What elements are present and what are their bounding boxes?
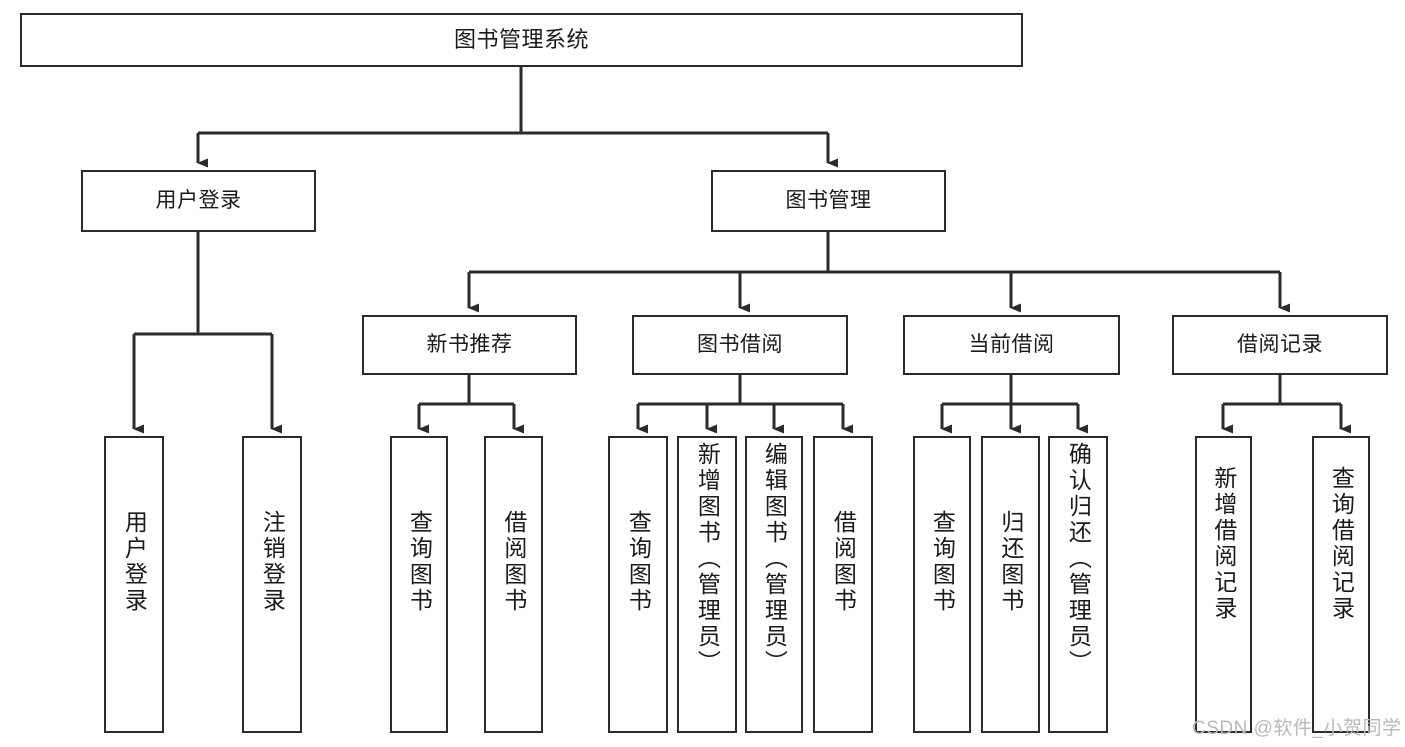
leaf-confirm-return-admin[interactable]: 确认归还（管理员） <box>1048 436 1108 733</box>
leaf-label: 查询图书 <box>625 510 652 614</box>
leaf-edit-book-admin[interactable]: 编辑图书（管理员） <box>745 436 803 733</box>
node-label: 图书管理 <box>785 188 872 212</box>
leaf-label: 借阅图书 <box>500 510 527 614</box>
node-label: 当前借阅 <box>968 332 1055 356</box>
leaf-query-book-recommend[interactable]: 查询图书 <box>390 436 448 733</box>
node-user-login[interactable]: 用户登录 <box>81 170 316 232</box>
leaf-label: 查询图书 <box>929 510 956 614</box>
leaf-query-book-current[interactable]: 查询图书 <box>913 436 971 733</box>
node-book-management[interactable]: 图书管理 <box>711 170 946 232</box>
node-borrow-record[interactable]: 借阅记录 <box>1172 315 1388 375</box>
leaf-label: 借阅图书 <box>830 510 857 614</box>
leaf-query-borrow-record[interactable]: 查询借阅记录 <box>1312 436 1370 733</box>
node-current-borrow[interactable]: 当前借阅 <box>903 315 1120 375</box>
csdn-watermark: CSDN @软件_小贺同学 <box>1192 718 1402 739</box>
node-new-book-recommend[interactable]: 新书推荐 <box>362 315 577 375</box>
leaf-add-book-admin[interactable]: 新增图书（管理员） <box>677 436 737 733</box>
node-label: 图书管理系统 <box>453 27 589 53</box>
node-label: 图书借阅 <box>697 332 783 356</box>
leaf-borrow-book[interactable]: 借阅图书 <box>813 436 873 733</box>
leaf-query-book-borrow[interactable]: 查询图书 <box>608 436 668 733</box>
leaf-label: 用户登录 <box>121 510 148 614</box>
leaf-label: 注销登录 <box>259 510 286 614</box>
leaf-logout[interactable]: 注销登录 <box>242 436 302 733</box>
node-label: 借阅记录 <box>1237 332 1323 356</box>
leaf-label: 查询借阅记录 <box>1328 466 1355 622</box>
leaf-label: 确认归还（管理员） <box>1065 442 1092 676</box>
leaf-add-borrow-record[interactable]: 新增借阅记录 <box>1195 436 1252 733</box>
leaf-label: 归还图书 <box>997 510 1024 614</box>
node-label: 新书推荐 <box>426 332 513 356</box>
node-label: 用户登录 <box>155 188 242 212</box>
node-root-system[interactable]: 图书管理系统 <box>20 13 1023 67</box>
leaf-label: 新增借阅记录 <box>1210 466 1237 622</box>
leaf-borrow-book-recommend[interactable]: 借阅图书 <box>484 436 543 733</box>
leaf-user-login[interactable]: 用户登录 <box>104 436 164 733</box>
node-book-borrow[interactable]: 图书借阅 <box>632 315 848 375</box>
leaf-label: 编辑图书（管理员） <box>761 442 788 676</box>
leaf-label: 查询图书 <box>406 510 433 614</box>
leaf-return-book[interactable]: 归还图书 <box>981 436 1040 733</box>
leaf-label: 新增图书（管理员） <box>694 442 721 676</box>
